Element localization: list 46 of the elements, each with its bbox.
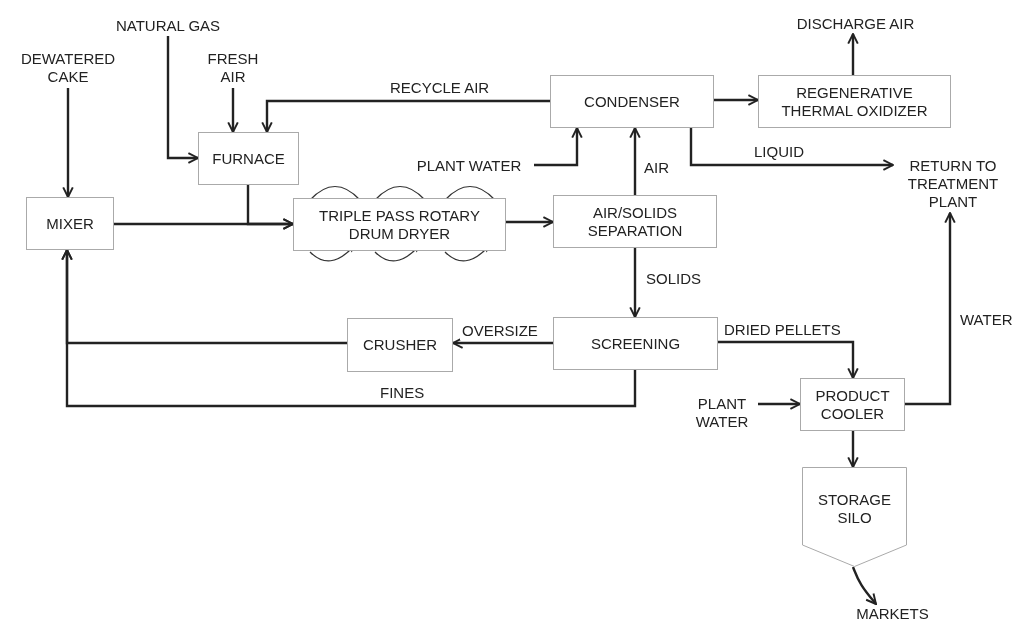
flow-arrow [758,398,801,410]
flow-arrow [61,249,637,408]
process-label: CONDENSER [584,92,680,111]
process-box [347,318,453,372]
process-label: AIR/SOLIDS SEPARATION [586,203,684,240]
process-box [800,378,905,431]
flow-arrow [114,218,294,230]
process-box [758,75,951,128]
flow-arrow [851,566,877,605]
flow-arrow [629,127,641,195]
stream-label: PLANT WATER [694,395,750,431]
flow-arrow [905,212,956,406]
flow-arrow [847,431,859,468]
process-label: SCREENING [590,334,681,353]
process-label: FURNACE [212,149,285,168]
process-label: PRODUCT COOLER [814,386,891,423]
flow-arrow [261,99,550,133]
flow-arrow [689,128,894,171]
process-label: TRIPLE PASS ROTARY DRUM DRYER [318,206,481,243]
flow-arrow [166,36,199,164]
stream-label: RETURN TO TREATMENT PLANT [906,157,1000,211]
flow-arrow [714,94,759,106]
stream-label: NATURAL GAS [115,17,221,35]
process-label: STORAGE SILO [816,491,893,527]
process-label: MIXER [46,214,94,233]
process-box [293,198,506,251]
stream-label: DEWATERED CAKE [19,50,117,86]
process-box [550,75,714,128]
flow-arrow [62,88,74,198]
stream-label: PLANT WATER [416,157,522,175]
process-box [198,132,299,185]
flow-arrow [718,340,859,379]
stream-label: DISCHARGE AIR [796,15,915,33]
process-label: CRUSHER [362,336,438,354]
flow-arrow [847,33,859,75]
process-label: REGENERATIVE THERMAL OXIDIZER [780,83,929,120]
flow-arrow [452,337,553,349]
flow-arrow [227,88,239,133]
process-box [26,197,114,250]
process-box [553,195,717,248]
flow-arrow [534,127,583,167]
stream-label: MARKETS [856,605,929,623]
flow-arrow [506,216,554,228]
flow-arrow [629,248,641,318]
stream-label: FRESH AIR [206,50,260,86]
process-box [553,317,718,370]
